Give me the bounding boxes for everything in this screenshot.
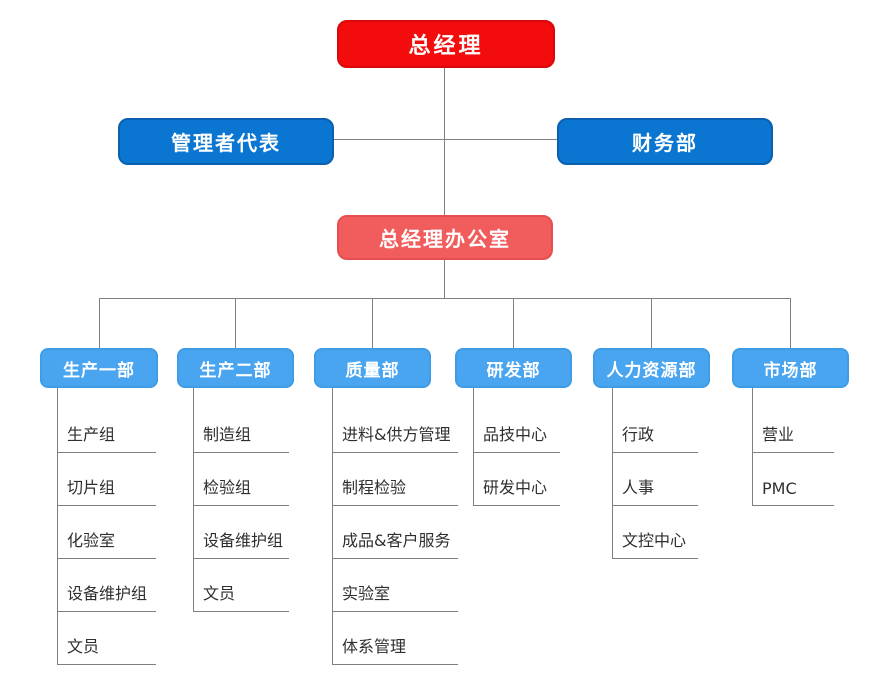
org-list-item: PMC [753, 453, 834, 506]
org-list-item: 行政 [613, 400, 698, 453]
org-list-item: 进料&供方管理 [333, 400, 458, 453]
connector-stub-rnd [513, 298, 514, 348]
org-list-item: 文控中心 [613, 506, 698, 559]
org-list-item: 制程检验 [333, 453, 458, 506]
dept-sublist-marketing: 营业 PMC [752, 387, 834, 506]
org-list-item: 制造组 [194, 400, 289, 453]
org-list-item: 人事 [613, 453, 698, 506]
org-list-item: 设备维护组 [58, 559, 156, 612]
dept-sublist-hr: 行政 人事 文控中心 [612, 387, 698, 559]
connector-stub-marketing [790, 298, 791, 348]
org-list-item: 品技中心 [474, 400, 560, 453]
node-gm-office: 总经理办公室 [337, 215, 553, 260]
dept-box-production-2: 生产二部 [177, 348, 294, 388]
org-list-item: 化验室 [58, 506, 156, 559]
org-list-item: 成品&客户服务 [333, 506, 458, 559]
org-list-item: 文员 [194, 559, 289, 612]
node-management-representative: 管理者代表 [118, 118, 334, 165]
dept-sublist-production-1: 生产组 切片组 化验室 设备维护组 文员 [57, 387, 156, 665]
node-general-manager: 总经理 [337, 20, 555, 68]
connector-root-to-office [444, 68, 445, 215]
node-finance-dept: 财务部 [557, 118, 773, 165]
dept-box-rnd: 研发部 [455, 348, 572, 388]
dept-box-quality: 质量部 [314, 348, 431, 388]
connector-depts-horizontal [99, 298, 791, 299]
connector-level2-horizontal [334, 139, 557, 140]
org-list-item: 研发中心 [474, 453, 560, 506]
connector-stub-hr [651, 298, 652, 348]
org-list-item: 实验室 [333, 559, 458, 612]
connector-office-to-depts [444, 260, 445, 298]
org-list-item: 文员 [58, 612, 156, 665]
dept-box-hr: 人力资源部 [593, 348, 710, 388]
org-list-item: 检验组 [194, 453, 289, 506]
org-list-item: 营业 [753, 400, 834, 453]
org-list-item: 切片组 [58, 453, 156, 506]
connector-stub-production-2 [235, 298, 236, 348]
connector-stub-quality [372, 298, 373, 348]
org-list-item: 设备维护组 [194, 506, 289, 559]
dept-box-marketing: 市场部 [732, 348, 849, 388]
org-list-item: 体系管理 [333, 612, 458, 665]
dept-sublist-quality: 进料&供方管理 制程检验 成品&客户服务 实验室 体系管理 [332, 387, 458, 665]
dept-box-production-1: 生产一部 [40, 348, 158, 388]
dept-sublist-rnd: 品技中心 研发中心 [473, 387, 560, 506]
dept-sublist-production-2: 制造组 检验组 设备维护组 文员 [193, 387, 289, 612]
connector-stub-production-1 [99, 298, 100, 348]
org-list-item: 生产组 [58, 400, 156, 453]
